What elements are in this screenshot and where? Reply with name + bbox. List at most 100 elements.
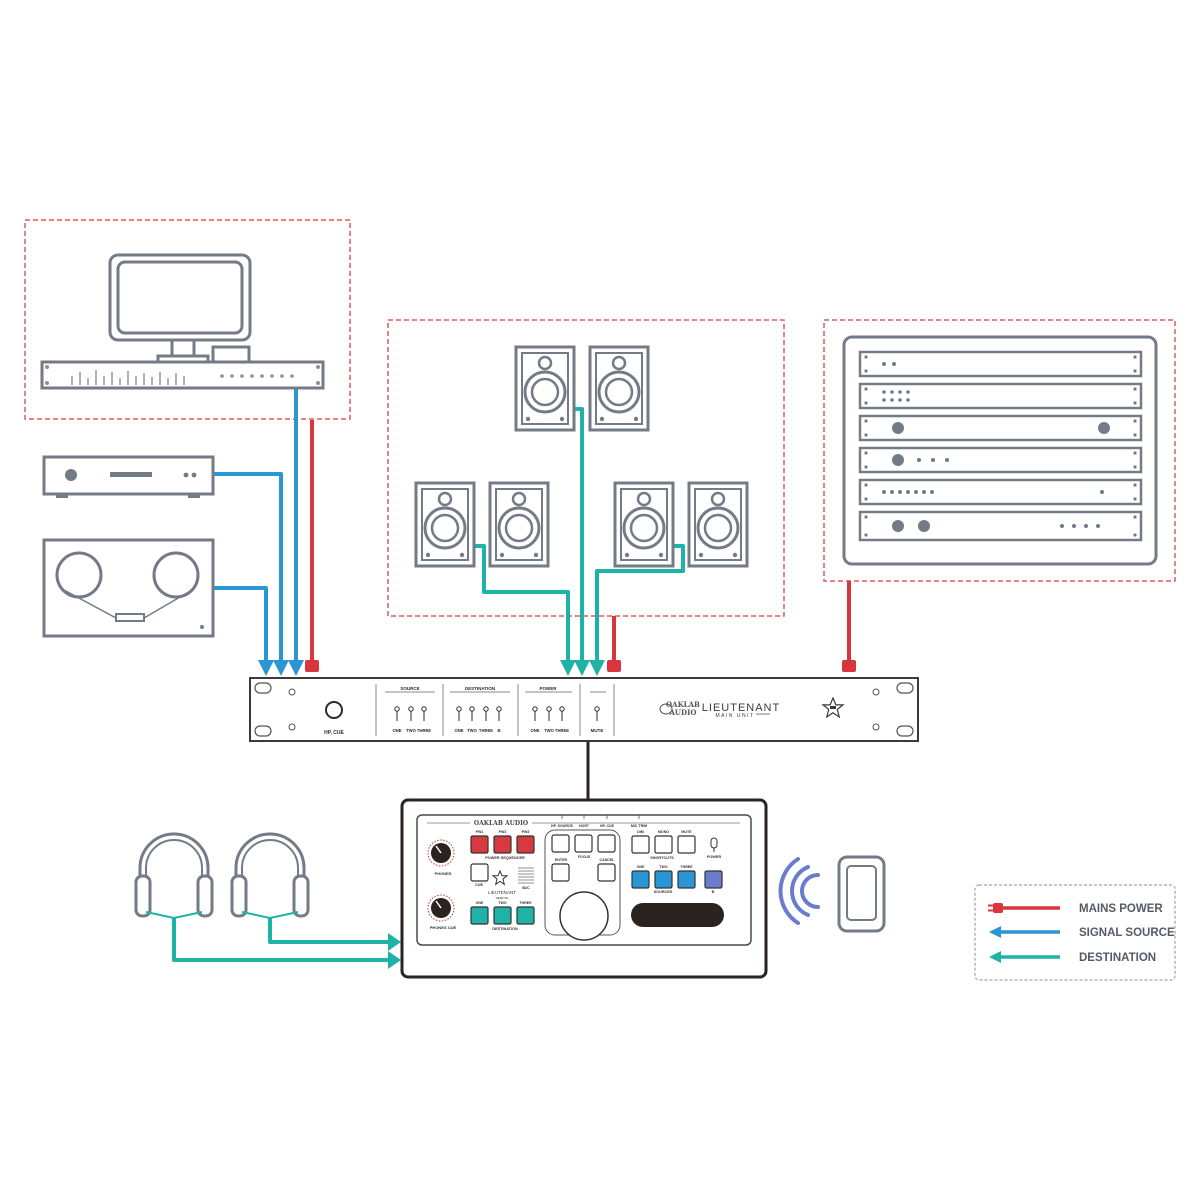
shortcut-button-label: MONO — [658, 830, 669, 834]
legend-label: SIGNAL SOURCE — [1079, 927, 1175, 939]
destination-switch-label: ONE — [454, 728, 463, 733]
destination-button-two[interactable] — [493, 906, 512, 925]
destination-switch-label: THREE — [479, 728, 493, 733]
mute-switch[interactable] — [594, 706, 600, 721]
destination-section-title: DESTINATION — [465, 686, 495, 691]
destination-switch-label: TWO — [467, 728, 478, 733]
source-button-one[interactable] — [631, 870, 650, 889]
nav-button-2[interactable] — [574, 834, 593, 853]
destination-button-label: ONE — [476, 901, 484, 905]
rack-unit-device — [858, 446, 1143, 474]
source-switch-label: TWO — [406, 728, 417, 733]
remote-brand: OAKLAB AUDIO — [474, 820, 528, 827]
legend-item-signal-source: SIGNAL SOURCE — [989, 926, 1175, 939]
hp-cue-label: HP, CUE — [324, 730, 344, 736]
power-sequencer-button-pw3[interactable] — [516, 835, 535, 854]
tape-machine — [42, 538, 215, 638]
dest-cable-top-speakers — [574, 407, 584, 670]
source-switch-label: ONE — [392, 728, 401, 733]
remote-top-label: HP, SOURCE — [551, 824, 574, 828]
cables — [172, 388, 851, 962]
source-button-three[interactable] — [677, 870, 696, 889]
star-emblem-icon — [491, 869, 509, 886]
shortcut-button-mono[interactable] — [654, 835, 673, 854]
nav-button-1[interactable] — [551, 834, 570, 853]
source-section-title: SOURCE — [400, 686, 419, 691]
source-button-two[interactable] — [654, 870, 673, 889]
source-button-label: TWO — [659, 865, 668, 869]
power-sequencer-button-label: PW1 — [476, 830, 484, 834]
nav-button-3[interactable] — [597, 834, 616, 853]
destination-button-label: TWO — [498, 901, 507, 905]
computer-monitor — [108, 253, 252, 364]
legend-label: MAINS POWER — [1079, 903, 1163, 915]
shortcut-button-mute[interactable] — [677, 835, 696, 854]
power-switch[interactable] — [710, 837, 718, 852]
oaklab-logo: OAKLAB AUDIO — [659, 700, 700, 717]
shortcuts-label: SHORTCUTS — [650, 856, 674, 860]
phones-cue-knob[interactable] — [427, 894, 455, 922]
rack-unit-device — [858, 350, 1143, 378]
power-switch-label: TWO — [544, 728, 555, 733]
studio-monitor-speaker — [488, 481, 550, 568]
cancel-button[interactable] — [597, 863, 616, 882]
focus-wheel[interactable] — [559, 891, 609, 941]
computer-group-box — [24, 219, 351, 420]
remote-top-label: MIC TRIM — [631, 824, 647, 828]
cable-terminals — [258, 660, 856, 969]
power-switch-one[interactable] — [532, 706, 538, 721]
headphones-icon — [134, 832, 214, 920]
destination-switch-three[interactable] — [483, 706, 489, 721]
destination-button-label: THREE — [519, 901, 532, 905]
power-switch-three[interactable] — [559, 706, 565, 721]
dest-cable-right-speakers — [595, 544, 685, 670]
power-section-title: POWER — [539, 686, 557, 691]
shortcut-button-label: MUTE — [681, 830, 692, 834]
source-switch-label: THREE — [417, 728, 431, 733]
destination-button-three[interactable] — [516, 906, 535, 925]
product-name: LIEUTENANT — [702, 702, 780, 714]
source-button-label: ONE — [637, 865, 645, 869]
dest-cable-headphones-2 — [268, 918, 398, 944]
source-switch-one[interactable] — [394, 706, 400, 721]
b-button[interactable] — [704, 870, 723, 889]
power-switch-label: ONE — [530, 728, 539, 733]
destination-switch-one[interactable] — [456, 706, 462, 721]
power-switch-label: THREE — [555, 728, 569, 733]
destination-switch-two[interactable] — [469, 706, 475, 721]
media-player-device — [42, 455, 215, 498]
power-sequencer-button-pw1[interactable] — [470, 835, 489, 854]
b-label: B — [712, 890, 715, 894]
shortcut-button-label: DIM — [637, 830, 644, 834]
source-switch-two[interactable] — [408, 706, 414, 721]
rack-unit-device — [858, 414, 1143, 442]
headphones-icon — [230, 832, 310, 920]
destination-button-one[interactable] — [470, 906, 489, 925]
phones-knob[interactable] — [427, 839, 455, 867]
cue-button[interactable] — [470, 863, 489, 882]
destination-switch-label: B — [497, 728, 500, 733]
hp-cue-knob[interactable] — [325, 701, 343, 719]
equipment-rack — [842, 335, 1158, 566]
power-sequencer-button-label: PW3 — [522, 830, 530, 834]
rack-unit-device — [858, 478, 1143, 506]
source-switch-three[interactable] — [421, 706, 427, 721]
power-switch-two[interactable] — [546, 706, 552, 721]
remote-product-sub: REMOTE — [496, 896, 509, 900]
studio-monitor-speaker — [414, 481, 476, 568]
legend-item-mains-power: MAINS POWER — [988, 903, 1163, 915]
enter-button[interactable] — [551, 863, 570, 882]
dest-cable-headphones-1 — [172, 918, 398, 962]
destination-switch-b[interactable] — [496, 706, 502, 721]
power-sequencer-button-pw2[interactable] — [493, 835, 512, 854]
sources-label: SOURCES — [654, 890, 673, 894]
b2c-label: B2C — [522, 886, 530, 890]
arrow-icon — [989, 926, 1001, 938]
shortcut-button-dim[interactable] — [631, 835, 650, 854]
phones-cue-label: PHONES CUE — [430, 925, 457, 930]
rack-unit-device — [858, 510, 1143, 542]
phones-label: PHONES — [435, 871, 452, 876]
cancel-label: CANCEL — [600, 858, 616, 862]
power-label: POWER — [707, 855, 722, 859]
